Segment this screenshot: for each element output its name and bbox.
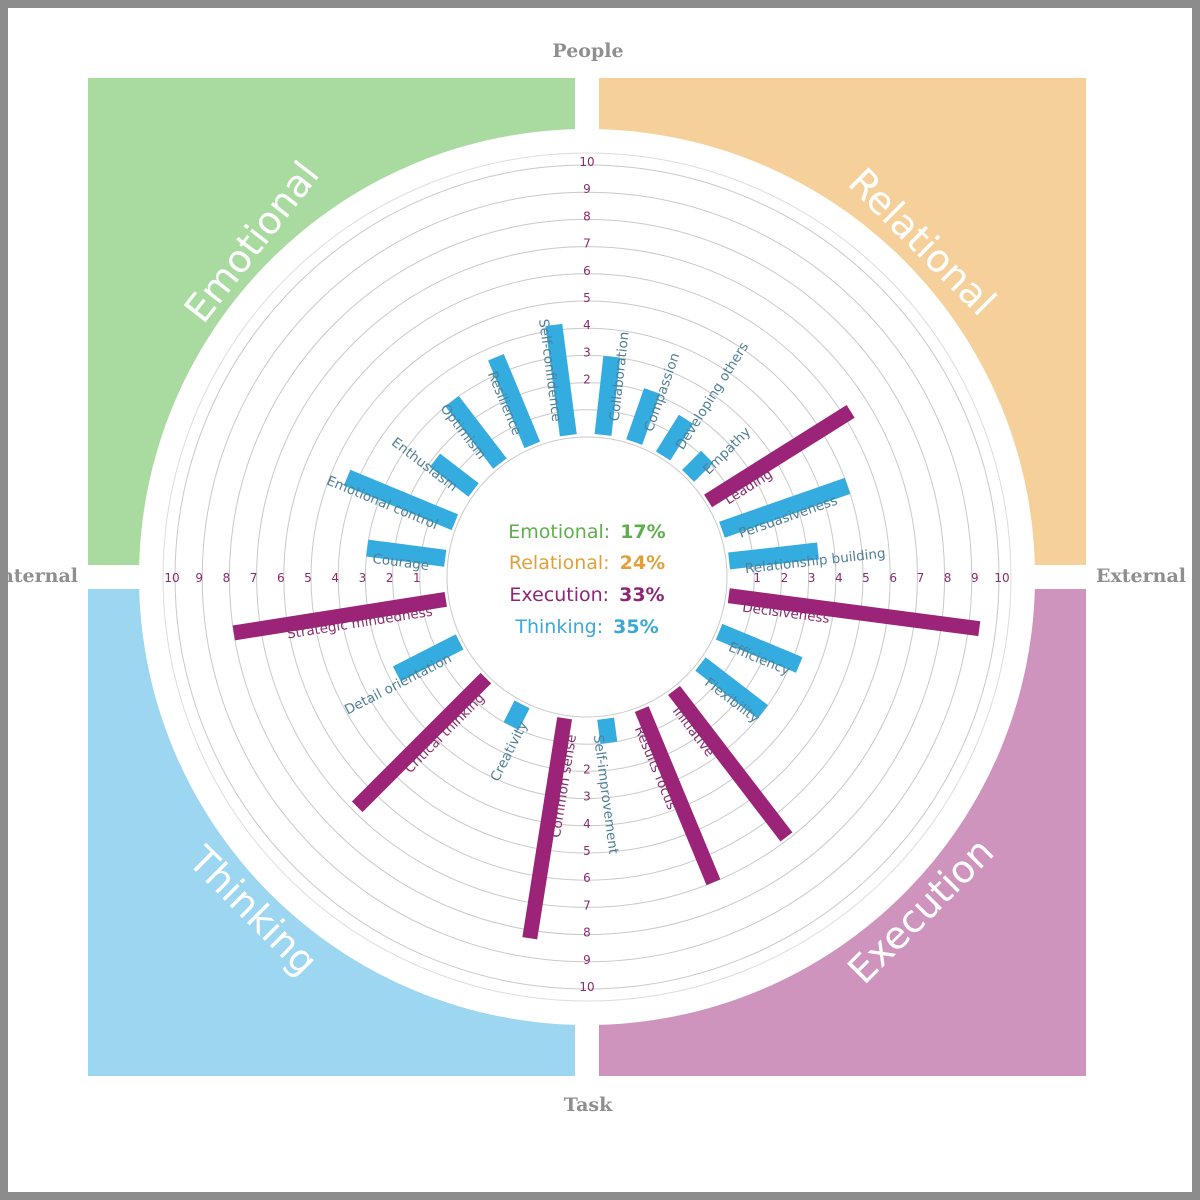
summary-relational: Relational: 24%	[509, 552, 665, 574]
bar-strategic-mindedness	[232, 591, 447, 641]
summary-relational-value: 24%	[620, 552, 665, 574]
bar-common-sense	[522, 717, 573, 940]
scale-ring-0	[446, 436, 728, 718]
bar-persuasiveness	[719, 477, 851, 538]
scale-ring-7	[256, 246, 918, 908]
scale-tick-right-4: 4	[835, 571, 843, 585]
bar-empathy	[682, 450, 714, 482]
scale-tick-right-2: 2	[781, 571, 789, 585]
scale-tick-top-3: 3	[583, 345, 591, 359]
scale-ring-8	[228, 218, 946, 936]
label-courage: Courage	[372, 551, 431, 574]
axis-title-left: Internal	[0, 565, 78, 587]
bar-initiative	[668, 685, 793, 842]
scale-tick-labels: 1 1 2 2 2 2 3 3 3 3 4 4 4 4 5 5 5 5 6 6 6 6 7 7 7 7 8 8 8 8 9 9 9 9 10 10 10…	[164, 155, 1009, 994]
axis-title-bottom: Task	[564, 1094, 613, 1116]
bar-detail-orientation	[392, 634, 464, 682]
scale-ring-5	[310, 300, 864, 854]
scale-tick-right-5: 5	[862, 571, 870, 585]
scale-tick-bottom-2: 2	[583, 762, 591, 776]
scale-tick-top-5: 5	[583, 291, 591, 305]
scale-tick-left-2: 2	[386, 571, 394, 585]
scale-tick-left-1: 1	[413, 571, 421, 585]
scale-tick-top-6: 6	[583, 264, 591, 278]
bar-decisiveness	[727, 588, 981, 637]
scale-tick-left-10: 10	[164, 571, 179, 585]
summary-emotional-value: 17%	[620, 521, 665, 543]
scale-ring-9	[201, 191, 973, 963]
bar-relationship-building	[728, 542, 819, 570]
bar-leading	[704, 404, 855, 508]
scale-tick-left-8: 8	[223, 571, 231, 585]
summary-execution: Execution: 33%	[509, 584, 664, 606]
bar-flexibility	[695, 657, 768, 719]
bar-compassion	[626, 388, 661, 445]
summary-relational-label: Relational:	[509, 552, 610, 574]
summary-block: Emotional: 17% Relational: 24% Execution…	[508, 521, 665, 638]
summary-execution-label: Execution:	[509, 584, 609, 606]
scale-tick-left-9: 9	[195, 571, 203, 585]
scale-ring-outer	[162, 152, 1012, 1002]
bar-self-confidence	[545, 323, 577, 437]
scale-tick-top-10: 10	[579, 155, 594, 169]
scale-ring-10	[174, 164, 1000, 990]
summary-emotional: Emotional: 17%	[508, 521, 665, 543]
scale-tick-left-5: 5	[304, 571, 312, 585]
scale-ring-4	[337, 327, 837, 827]
scale-tick-left-7: 7	[250, 571, 258, 585]
bar-courage	[366, 539, 447, 567]
summary-execution-value: 33%	[619, 584, 664, 606]
scale-tick-top-2: 2	[583, 373, 591, 387]
bar-optimism	[445, 396, 507, 469]
bar-resilience	[488, 353, 541, 449]
skill-bars	[232, 323, 981, 940]
summary-emotional-label: Emotional:	[508, 521, 610, 543]
scale-tick-right-9: 9	[971, 571, 979, 585]
scale-tick-right-7: 7	[917, 571, 925, 585]
scale-tick-top-7: 7	[583, 237, 591, 251]
scale-tick-bottom-9: 9	[583, 953, 591, 967]
scale-tick-right-6: 6	[889, 571, 897, 585]
scale-tick-top-9: 9	[583, 182, 591, 196]
scale-tick-bottom-7: 7	[583, 898, 591, 912]
bar-critical-thinking	[351, 672, 492, 813]
scale-tick-bottom-5: 5	[583, 844, 591, 858]
scale-tick-top-8: 8	[583, 209, 591, 223]
scale-tick-bottom-3: 3	[583, 790, 591, 804]
axis-title-right: External	[1096, 565, 1186, 587]
scale-tick-bottom-10: 10	[579, 980, 594, 994]
scale-ring-2	[392, 382, 782, 772]
scale-ring-1	[419, 409, 755, 745]
scale-tick-left-6: 6	[277, 571, 285, 585]
scale-tick-bottom-4: 4	[583, 817, 591, 831]
bar-developing-others	[655, 414, 694, 461]
bar-creativity	[503, 700, 530, 730]
scale-tick-left-4: 4	[331, 571, 339, 585]
scale-ring-6	[283, 273, 891, 881]
bar-efficiency	[715, 623, 803, 673]
bar-results-focus	[634, 706, 721, 886]
scale-tick-right-8: 8	[944, 571, 952, 585]
scale-tick-bottom-6: 6	[583, 871, 591, 885]
bar-collaboration	[594, 355, 621, 436]
summary-thinking: Thinking: 35%	[514, 616, 658, 638]
axis-title-top: People	[552, 40, 623, 62]
scale-tick-right-10: 10	[994, 571, 1009, 585]
bar-enthusiasm	[429, 453, 479, 497]
scale-tick-bottom-8: 8	[583, 926, 591, 940]
summary-thinking-value: 35%	[613, 616, 658, 638]
scale-ring-3	[364, 354, 810, 800]
scale-tick-top-4: 4	[583, 318, 591, 332]
summary-thinking-label: Thinking:	[514, 616, 603, 638]
scale-tick-left-3: 3	[359, 571, 367, 585]
scale-tick-right-1: 1	[753, 571, 761, 585]
bar-emotional-control	[343, 469, 459, 531]
scale-tick-right-3: 3	[808, 571, 816, 585]
bar-self-improvement	[597, 717, 618, 744]
scale-rings	[162, 152, 1012, 1002]
